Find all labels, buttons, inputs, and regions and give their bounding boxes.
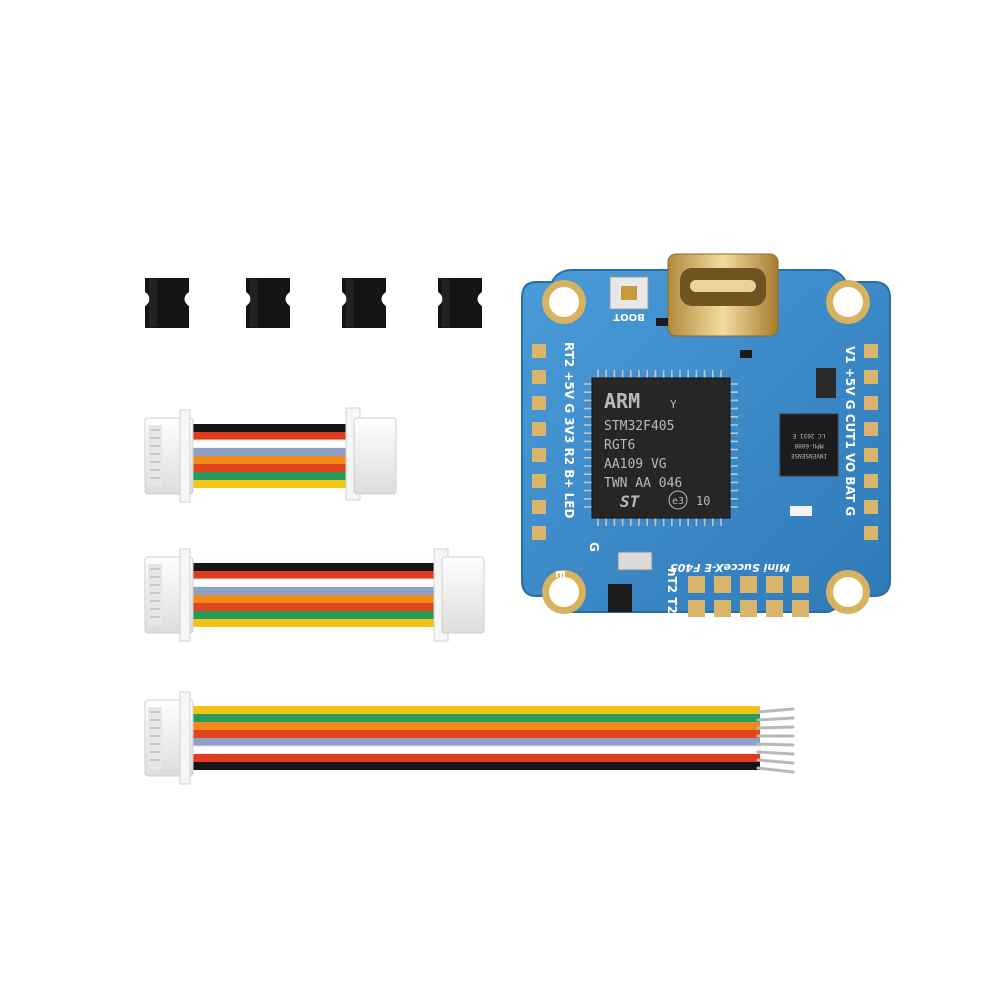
solder-pad — [792, 600, 809, 617]
mcu-mark: Y — [670, 398, 677, 411]
wire — [190, 480, 350, 488]
solder-pad — [864, 526, 878, 540]
connector-left — [144, 409, 194, 503]
solder-pad — [688, 576, 705, 593]
solder-pad — [864, 474, 878, 488]
solder-pad — [532, 344, 546, 358]
solder-pad — [714, 576, 731, 593]
wire — [190, 619, 438, 627]
wire — [189, 745, 761, 755]
solder-pad — [532, 396, 546, 410]
wire — [189, 578, 439, 588]
grommet-group — [145, 278, 482, 328]
gyro-line1: INVENSENSE — [791, 452, 828, 459]
solder-pad — [864, 448, 878, 462]
wire — [190, 563, 438, 571]
grommet-icon — [342, 278, 386, 328]
wire — [190, 722, 760, 730]
solder-pad — [766, 600, 783, 617]
wire — [190, 464, 350, 472]
mcu-brand: ARM — [604, 389, 640, 413]
left-bottom-label: E. — [553, 570, 567, 583]
wire — [190, 448, 350, 456]
flight-controller-board: BOOT ARM Y STM32F405 RGT6 AA109 VG TWN A… — [521, 253, 891, 617]
usb-c-port-icon — [667, 253, 779, 337]
wire — [190, 730, 760, 738]
wire — [190, 706, 760, 714]
mcu-num: 10 — [696, 494, 710, 508]
wire — [190, 456, 350, 464]
wire — [190, 754, 760, 762]
cable-long — [144, 691, 795, 785]
gyro-line2: MPU-6000 — [794, 442, 823, 449]
solder-pad — [792, 576, 809, 593]
solder-pad — [532, 474, 546, 488]
wire — [190, 595, 438, 603]
connector-left — [144, 691, 194, 785]
left-g-label: G — [587, 542, 601, 552]
wire — [190, 611, 438, 619]
connector-right — [433, 548, 485, 642]
bottom-labels: nT2 T2 — [665, 568, 679, 614]
solder-pad — [864, 500, 878, 514]
solder-pad — [532, 370, 546, 384]
board-name: Mini SucceX-E F405 — [670, 561, 790, 574]
solder-pads-left — [532, 344, 546, 540]
solder-pad — [688, 600, 705, 617]
wire — [190, 762, 760, 770]
mcu-model: STM32F405 — [604, 419, 674, 434]
wire — [189, 439, 351, 449]
gyro-chip: INVENSENSE MPU-6000 LC 2031 E — [779, 413, 839, 477]
wire-bundle — [189, 424, 351, 488]
wire-bundle — [189, 706, 761, 770]
connector-right — [345, 407, 397, 501]
solder-pad — [532, 526, 546, 540]
wire — [190, 714, 760, 722]
solder-pad — [740, 576, 757, 593]
connector-left — [144, 548, 194, 642]
solder-pad — [864, 344, 878, 358]
smd-components — [608, 318, 836, 612]
mcu-chip: ARM Y STM32F405 RGT6 AA109 VG TWN AA 046… — [584, 370, 738, 526]
wire — [190, 571, 438, 579]
wire — [190, 472, 350, 480]
cable-medium — [144, 548, 485, 642]
grommet-icon — [438, 278, 482, 328]
grommet-icon — [246, 278, 290, 328]
solder-pad — [864, 370, 878, 384]
st-logo-text: ST — [620, 492, 641, 511]
solder-pad — [532, 422, 546, 436]
wire — [190, 603, 438, 611]
grommet-icon — [145, 278, 189, 328]
mcu-suffix: RGT6 — [604, 438, 635, 453]
wire — [190, 738, 760, 746]
solder-pad — [714, 600, 731, 617]
stripped-wire-ends — [756, 707, 795, 774]
wire — [190, 587, 438, 595]
right-pad-labels: V1 +5V G CUT1 VO BAT G — [843, 346, 857, 516]
solder-pad — [766, 576, 783, 593]
solder-pads-right — [864, 344, 878, 540]
solder-pad — [740, 600, 757, 617]
left-pad-labels: RT2 +5V G 3V3 R2 B+ LED — [562, 342, 576, 518]
mcu-code2: TWN AA 046 — [604, 476, 682, 491]
wire — [190, 424, 350, 432]
mcu-code1: AA109 VG — [604, 457, 667, 472]
mounting-holes — [542, 280, 870, 614]
mcu-e3: e3 — [672, 496, 684, 507]
solder-pad — [864, 422, 878, 436]
wire-bundle — [189, 563, 439, 627]
wire — [190, 432, 350, 440]
solder-pad — [864, 396, 878, 410]
gyro-line3: LC 2031 E — [792, 432, 825, 439]
cable-short — [144, 407, 397, 503]
boot-button: BOOT — [609, 276, 649, 322]
solder-pad — [532, 500, 546, 514]
solder-pads-bottom — [688, 576, 809, 617]
solder-pad — [532, 448, 546, 462]
boot-label: BOOT — [613, 311, 645, 322]
